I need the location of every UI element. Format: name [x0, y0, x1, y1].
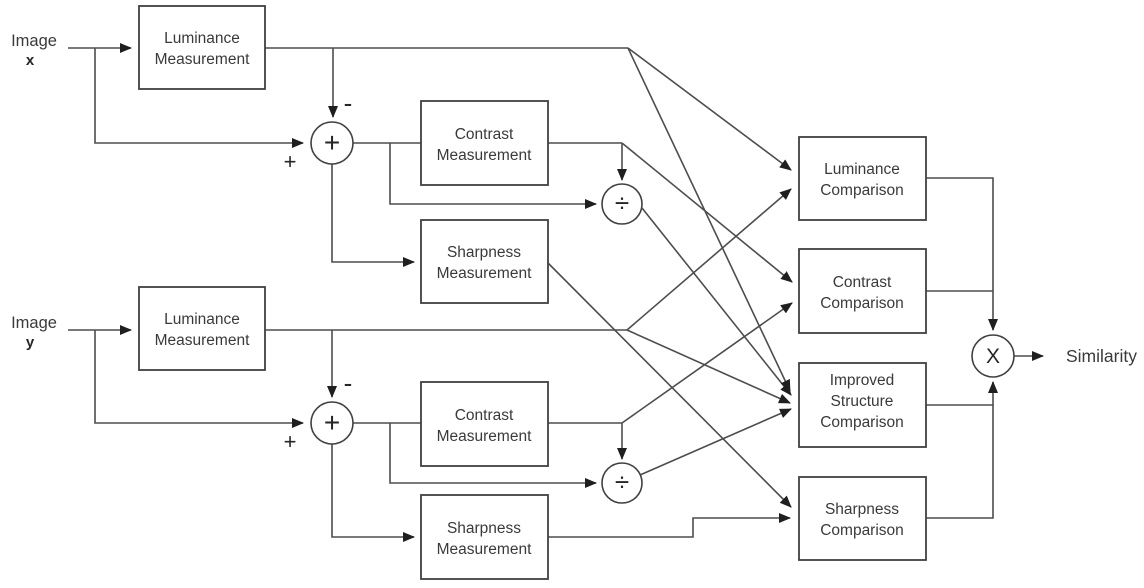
multiply-symbol: X — [986, 345, 1000, 368]
block-rect — [798, 248, 927, 334]
sum-junction-x: + — [310, 121, 354, 165]
connector-divx-to-structcomp — [641, 207, 792, 396]
connector-lumy-to-structcomp — [626, 329, 791, 404]
image-x-sub: x — [26, 52, 35, 69]
block-label-line1: Luminance — [164, 311, 240, 328]
block-label-line2: Comparison — [820, 522, 904, 539]
image-x-word: Image — [11, 32, 57, 50]
block-sharpness-measurement-y: Sharpness Measurement — [420, 494, 549, 580]
plus-sign-x: + — [284, 149, 297, 174]
block-contrast-comparison: Contrast Comparison — [798, 248, 927, 334]
sum-x-symbol: + — [324, 127, 340, 158]
divide-x-symbol: ÷ — [615, 188, 629, 218]
divide-circle — [601, 462, 643, 504]
block-rect — [138, 5, 266, 90]
sum-junction-y: + — [310, 401, 354, 445]
multiply-circle — [971, 334, 1015, 378]
sum-y-symbol: + — [324, 407, 340, 438]
connector-sharpy-to-sharpcomp — [548, 513, 791, 538]
block-label-line1: Improved — [830, 372, 895, 389]
block-label-line2: Measurement — [437, 265, 532, 282]
block-label-line1: Contrast — [833, 274, 892, 291]
block-label-line1: Sharpness — [825, 501, 899, 518]
plus-sign-y: + — [284, 429, 297, 454]
connector-divy-to-structcomp — [639, 408, 792, 476]
block-luminance-measurement-y: Luminance Measurement — [138, 286, 266, 371]
block-label-line2: Comparison — [820, 295, 904, 312]
connector-contrasty-to-contrastcomp — [621, 302, 793, 424]
divide-junction-x: ÷ — [601, 183, 643, 225]
block-improved-structure-comparison: Improved Structure Comparison — [798, 362, 927, 448]
block-label-line1: Luminance — [164, 30, 240, 47]
connector-lumcomp-to-mult — [926, 177, 998, 331]
block-sharpness-measurement-x: Sharpness Measurement — [420, 219, 549, 304]
block-label-line2: Comparison — [820, 182, 904, 199]
sum-circle — [310, 401, 354, 445]
divide-y-symbol: ÷ — [615, 467, 629, 497]
minus-sign-x: - — [344, 88, 353, 118]
connector-imagey-branch-to-sumy — [94, 330, 304, 428]
block-rect — [798, 476, 927, 561]
block-label-line2: Structure — [831, 393, 894, 410]
connector-lumy-to-lumcomp — [626, 188, 792, 331]
connector-sumx-branch-to-divx — [389, 143, 597, 209]
block-label-line2: Measurement — [437, 428, 532, 445]
block-contrast-measurement-y: Contrast Measurement — [420, 381, 549, 467]
block-label-line2: Measurement — [155, 51, 250, 68]
block-contrast-measurement-x: Contrast Measurement — [420, 100, 549, 186]
block-label-line2: Measurement — [437, 147, 532, 164]
block-rect — [420, 100, 549, 186]
block-rect — [420, 494, 549, 580]
block-label-line3: Comparison — [820, 414, 904, 431]
connector-sharpcomp-join — [926, 405, 994, 519]
image-y-word: Image — [11, 314, 57, 332]
connector-sumy-to-sharpy — [331, 444, 415, 542]
connector-imagex-branch-to-sumx — [94, 48, 304, 148]
connector-sumx-to-sharpx — [331, 164, 415, 267]
input-image-y-label: Image y — [11, 314, 57, 351]
block-sharpness-comparison: Sharpness Comparison — [798, 476, 927, 561]
block-label-line1: Sharpness — [447, 244, 521, 261]
block-rect — [420, 381, 549, 467]
divide-circle — [601, 183, 643, 225]
multiply-junction: X — [971, 334, 1015, 378]
block-rect — [798, 362, 927, 448]
minus-sign-y: - — [344, 368, 353, 398]
input-image-x-label: Image x — [11, 32, 57, 69]
divide-junction-y: ÷ — [601, 462, 643, 504]
block-label-line1: Sharpness — [447, 520, 521, 537]
block-rect — [420, 219, 549, 304]
sum-circle — [310, 121, 354, 165]
block-luminance-comparison: Luminance Comparison — [798, 136, 927, 221]
connectors — [68, 43, 1044, 542]
similarity-output-label: Similarity — [1066, 346, 1137, 366]
block-label-line2: Measurement — [155, 332, 250, 349]
connector-lumx-to-lumcomp — [627, 47, 792, 171]
block-rect — [798, 136, 927, 221]
block-label-line1: Contrast — [455, 407, 514, 424]
block-rect — [138, 286, 266, 371]
connector-sharpx-to-sharpcomp — [547, 262, 792, 508]
block-label-line1: Luminance — [824, 161, 900, 178]
block-luminance-measurement-x: Luminance Measurement — [138, 5, 266, 90]
connector-lumx-to-structcomp — [627, 47, 791, 392]
connector-structcomp-to-mult — [926, 381, 998, 406]
block-label-line2: Measurement — [437, 541, 532, 558]
image-y-sub: y — [26, 334, 35, 351]
block-label-line1: Contrast — [455, 126, 514, 143]
connector-sumy-branch-to-divy — [389, 423, 597, 488]
connector-contrastx-to-contrastcomp — [621, 142, 793, 283]
